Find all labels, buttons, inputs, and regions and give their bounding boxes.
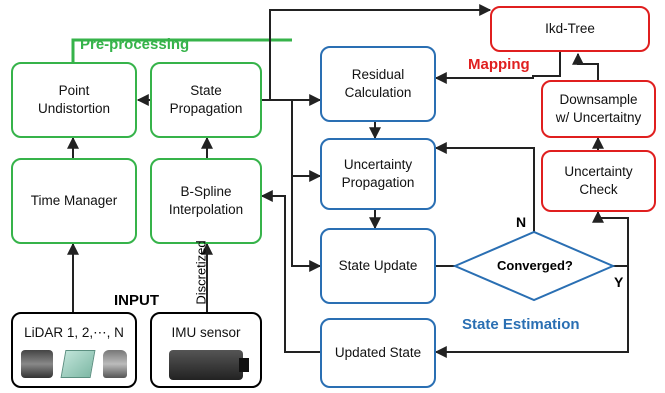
lidar-glass-icon — [60, 350, 96, 378]
edge-decision-yes — [434, 265, 629, 358]
box-updated-state: Updated State — [320, 318, 436, 388]
box-point-undistortion: Point Undistortion — [11, 62, 137, 138]
edge-ikd-residual — [434, 52, 561, 84]
label-preprocessing: Pre-processing — [80, 36, 190, 53]
box-uncertainty-check: Uncertainty Check — [541, 150, 656, 212]
box-downsample: Downsample w/ Uncertaitny — [541, 80, 656, 138]
converged-diamond — [452, 230, 616, 302]
box-uncertainty-propagation: Uncertainty Propagation — [320, 138, 436, 210]
box-residual-calculation: Residual Calculation — [320, 46, 436, 122]
lidar-puck-icon — [103, 350, 127, 378]
label-mapping: Mapping — [468, 56, 530, 73]
box-state-propagation: State Propagation — [150, 62, 262, 138]
lidar-label: LiDAR 1, 2,⋯, N — [24, 325, 124, 340]
box-imu: IMU sensor — [150, 312, 262, 388]
edge-decision-no — [434, 142, 535, 232]
edge-stateprop-uncertainty — [291, 100, 322, 182]
lidar-sensor-images — [21, 350, 127, 378]
box-state-update: State Update — [320, 228, 436, 304]
decision-no-label: N — [516, 214, 527, 230]
edge-updated-bspline — [260, 190, 320, 353]
decision-yes-label: Y — [614, 274, 624, 290]
edge-yes-uncertaintycheck — [592, 210, 629, 266]
label-input: INPUT — [114, 292, 159, 309]
imu-sensor-image — [169, 350, 249, 380]
imu-connector-icon — [239, 358, 249, 372]
label-state-estimation: State Estimation — [462, 316, 580, 333]
box-bspline-interpolation: B-Spline Interpolation — [150, 158, 262, 244]
edge-top-to-ikd — [269, 4, 492, 100]
edge-downsample-ikd — [572, 52, 599, 80]
edge-stateprop-update — [291, 176, 322, 272]
decision-label: Converged? — [497, 258, 573, 273]
imu-label: IMU sensor — [171, 325, 241, 340]
preprocessing-bus — [71, 38, 292, 62]
lidar-cylinder-icon — [21, 350, 53, 378]
box-time-manager: Time Manager — [11, 158, 137, 244]
box-lidar: LiDAR 1, 2,⋯, N — [11, 312, 137, 388]
label-discretized: Discretized — [193, 240, 209, 305]
box-ikd-tree: Ikd-Tree — [490, 6, 650, 52]
